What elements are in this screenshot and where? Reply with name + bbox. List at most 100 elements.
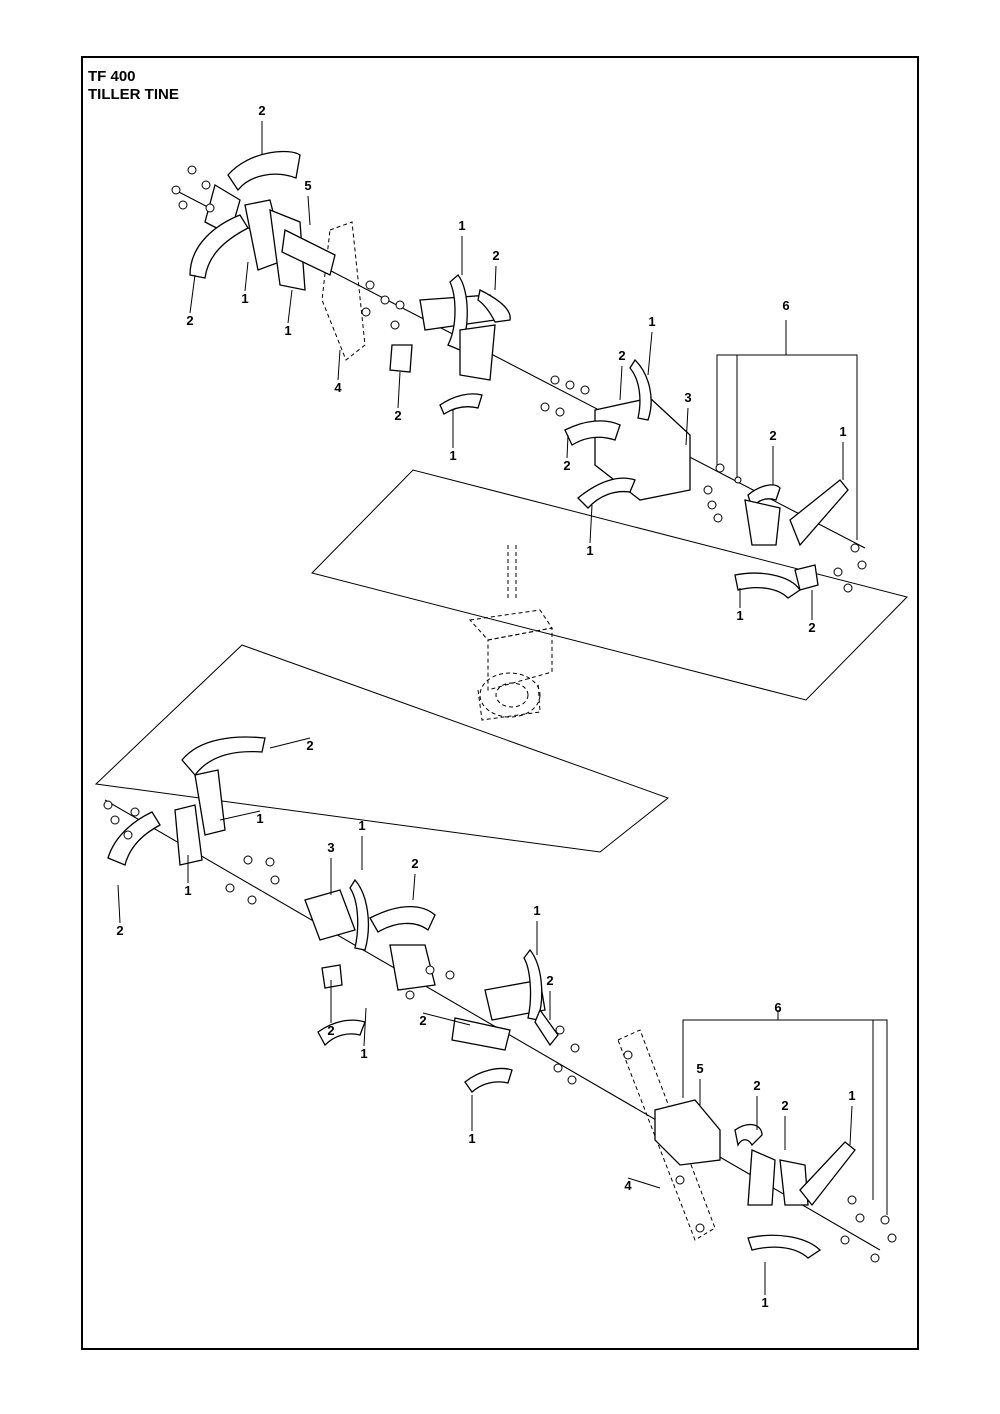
leader-line bbox=[307, 195, 311, 226]
flange-part bbox=[281, 229, 336, 276]
tine-part bbox=[107, 811, 161, 866]
tine-part bbox=[464, 1067, 513, 1093]
tine-part bbox=[227, 150, 301, 192]
callout-label: 2 bbox=[808, 620, 815, 635]
leader-line bbox=[363, 1007, 367, 1047]
tine-part bbox=[534, 1008, 559, 1047]
callout-label: 1 bbox=[761, 1295, 768, 1310]
tine-part bbox=[459, 324, 496, 381]
callout-label: 2 bbox=[306, 738, 313, 753]
callout-label: 6 bbox=[782, 298, 789, 313]
hub-plate bbox=[304, 889, 356, 941]
callout-label: 1 bbox=[736, 608, 743, 623]
leader-line bbox=[287, 289, 293, 324]
tine-part bbox=[439, 393, 483, 415]
hardware-box-top bbox=[321, 221, 366, 361]
tine-part bbox=[794, 564, 819, 591]
leader-line bbox=[412, 873, 416, 901]
tine-part bbox=[369, 905, 436, 933]
leader-line bbox=[189, 274, 196, 314]
tine-part bbox=[577, 477, 636, 509]
callout-label: 1 bbox=[839, 424, 846, 439]
gearbox-inset-frame-top bbox=[311, 469, 908, 701]
callout-label: 1 bbox=[449, 448, 456, 463]
tine-part bbox=[789, 479, 849, 547]
callout-label: 6 bbox=[774, 1000, 781, 1015]
tine-part bbox=[389, 344, 413, 373]
leader-line bbox=[269, 737, 311, 749]
tine-part bbox=[779, 1159, 809, 1206]
top-assembly bbox=[189, 150, 849, 599]
callout-label: 1 bbox=[184, 883, 191, 898]
tine-part bbox=[451, 1017, 511, 1051]
tine-part bbox=[747, 1234, 822, 1259]
callout-label: 1 bbox=[848, 1088, 855, 1103]
leader-line bbox=[685, 407, 689, 446]
tine-part bbox=[317, 1019, 366, 1047]
leader-line bbox=[566, 434, 569, 459]
tine-part bbox=[477, 289, 511, 323]
callout-label: 2 bbox=[116, 923, 123, 938]
callout-label: 2 bbox=[769, 428, 776, 443]
callout-label: 1 bbox=[533, 903, 540, 918]
tine-part bbox=[734, 572, 801, 599]
leader-line bbox=[337, 349, 341, 381]
leader-line bbox=[422, 1012, 471, 1026]
leader-line bbox=[244, 261, 249, 292]
callout-label: 2 bbox=[753, 1078, 760, 1093]
assembly-name: TILLER TINE bbox=[88, 86, 179, 103]
callout-label: 2 bbox=[546, 973, 553, 988]
tine-part bbox=[174, 804, 203, 866]
callout-label: 2 bbox=[258, 103, 265, 118]
callout-label: 2 bbox=[781, 1098, 788, 1113]
group-6-bracket-top bbox=[716, 320, 858, 540]
tine-part bbox=[194, 769, 226, 836]
leader-line bbox=[589, 504, 593, 544]
leader-line bbox=[494, 265, 497, 291]
callout-label: 4 bbox=[334, 380, 342, 395]
callout-label: 5 bbox=[696, 1061, 703, 1076]
callout-label: 1 bbox=[358, 818, 365, 833]
callout-label: 1 bbox=[468, 1131, 475, 1146]
drawing-title: TF 400 TILLER TINE bbox=[88, 68, 179, 104]
tine-part bbox=[734, 1123, 763, 1147]
callout-label: 3 bbox=[684, 390, 691, 405]
drawing-frame bbox=[81, 56, 919, 1350]
callout-label: 4 bbox=[624, 1178, 632, 1193]
tine-part bbox=[629, 358, 652, 421]
tine-part bbox=[744, 499, 781, 546]
callout-label: 3 bbox=[327, 840, 334, 855]
tine-part bbox=[349, 878, 370, 951]
leader-line bbox=[619, 365, 623, 401]
group-6-bracket-bottom bbox=[682, 1010, 888, 1215]
bottom-assembly bbox=[107, 736, 856, 1259]
model-number: TF 400 bbox=[88, 68, 136, 85]
hardware bbox=[103, 165, 897, 1263]
tine-part bbox=[799, 1141, 856, 1207]
callout-label: 1 bbox=[586, 543, 593, 558]
tine-part bbox=[321, 964, 343, 989]
flange-part bbox=[389, 944, 436, 991]
callout-label: 2 bbox=[327, 1023, 334, 1038]
callout-label: 1 bbox=[256, 811, 263, 826]
callout-label: 2 bbox=[419, 1013, 426, 1028]
tine-part bbox=[747, 1149, 776, 1206]
callout-label: 1 bbox=[241, 291, 248, 306]
callout-label: 1 bbox=[458, 218, 465, 233]
tine-part bbox=[189, 214, 249, 279]
callout-label: 2 bbox=[394, 408, 401, 423]
callout-label: 2 bbox=[618, 348, 625, 363]
leader-line bbox=[849, 1105, 853, 1146]
leader-line bbox=[647, 331, 653, 376]
gearbox-inset-frame-bottom bbox=[94, 644, 670, 853]
leader-line bbox=[397, 371, 401, 409]
callout-label: 2 bbox=[411, 856, 418, 871]
callout-label: 2 bbox=[186, 313, 193, 328]
callout-label: 2 bbox=[492, 248, 499, 263]
hub-part bbox=[654, 1099, 721, 1166]
callout-label: 1 bbox=[648, 314, 655, 329]
leader-line bbox=[117, 884, 121, 924]
